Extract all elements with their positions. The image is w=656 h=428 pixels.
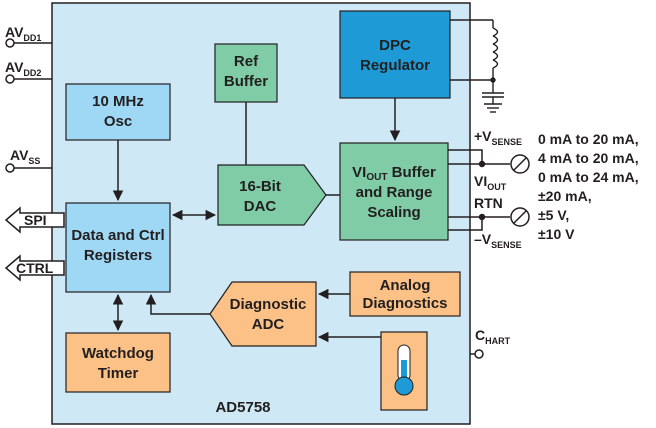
- svg-text:and Range: and Range: [356, 184, 433, 201]
- analog-diagnostics-block: Analog Diagnostics: [349, 271, 461, 317]
- svg-text:VIOUT Buffer: VIOUT Buffer: [352, 164, 436, 183]
- svg-text:Diagnostic: Diagnostic: [230, 296, 307, 313]
- dpc-regulator-block: DPC Regulator: [339, 10, 451, 99]
- svg-text:Timer: Timer: [98, 365, 139, 382]
- svg-text:DPC: DPC: [379, 37, 411, 54]
- svg-text:Scaling: Scaling: [367, 204, 420, 221]
- output-range-item: ±5 V,: [538, 207, 569, 223]
- svg-text:Diagnostics: Diagnostics: [362, 295, 447, 312]
- thermometer-icon: [380, 331, 428, 411]
- pin-avss: AVSS: [5, 147, 52, 173]
- chip-name: AD5758: [215, 399, 270, 416]
- svg-text:CHART: CHART: [475, 327, 511, 346]
- output-wiring: [448, 149, 510, 231]
- viout-terminal-icon: [510, 154, 530, 174]
- svg-text:Registers: Registers: [84, 247, 152, 264]
- svg-text:AVSS: AVSS: [10, 147, 40, 166]
- output-range-item: 0 mA to 20 mA,: [538, 131, 639, 147]
- output-range-item: ±10 V: [538, 226, 575, 242]
- ctrl-bus-arrow: CTRL: [4, 254, 65, 282]
- svg-text:16-Bit: 16-Bit: [239, 178, 281, 195]
- ref-buffer-block: Ref Buffer: [214, 43, 278, 103]
- pin-vsense-neg: –VSENSE: [474, 231, 522, 250]
- dac-block: 16-Bit DAC: [217, 164, 327, 226]
- output-range-item: 0 mA to 24 mA,: [538, 169, 639, 185]
- pin-viout: VIOUT: [474, 173, 507, 192]
- vi-buffer-block: VIOUT Buffer and Range Scaling: [339, 142, 449, 241]
- output-range-list: 0 mA to 20 mA, 4 mA to 20 mA, 0 mA to 24…: [538, 131, 639, 242]
- svg-text:Osc: Osc: [104, 113, 132, 130]
- watchdog-block: Watchdog Timer: [65, 332, 171, 393]
- rtn-terminal-icon: [510, 207, 530, 227]
- svg-text:AVDD2: AVDD2: [5, 59, 41, 78]
- svg-text:10 MHz: 10 MHz: [92, 93, 144, 110]
- registers-block: Data and Ctrl Registers: [65, 202, 171, 293]
- svg-text:Watchdog: Watchdog: [82, 345, 154, 362]
- svg-text:Analog: Analog: [380, 277, 431, 294]
- svg-text:ADC: ADC: [252, 316, 285, 333]
- svg-text:Regulator: Regulator: [360, 57, 430, 74]
- svg-text:Buffer: Buffer: [224, 73, 268, 90]
- osc-block: 10 MHz Osc: [65, 83, 171, 141]
- pin-vsense-pos: +VSENSE: [474, 128, 522, 147]
- pin-avdd2: AVDD2: [5, 59, 52, 84]
- svg-text:Data and Ctrl: Data and Ctrl: [71, 227, 164, 244]
- pin-avdd1: AVDD1: [5, 24, 52, 48]
- output-range-item: 4 mA to 20 mA,: [538, 150, 639, 166]
- pin-rtn: RTN: [474, 195, 503, 211]
- spi-bus-arrow: SPI: [4, 206, 65, 234]
- svg-text:AVDD1: AVDD1: [5, 24, 41, 43]
- svg-text:SPI: SPI: [24, 212, 47, 228]
- inductor-symbol: [450, 19, 504, 113]
- output-range-item: ±20 mA,: [538, 188, 592, 204]
- diagnostic-adc-block: Diagnostic ADC: [209, 281, 317, 347]
- diagadc-to-registers-arrow: [145, 293, 210, 315]
- svg-text:CTRL: CTRL: [16, 260, 54, 276]
- svg-text:DAC: DAC: [244, 198, 277, 215]
- pin-chart: CHART: [470, 327, 511, 359]
- svg-text:Ref: Ref: [234, 53, 259, 70]
